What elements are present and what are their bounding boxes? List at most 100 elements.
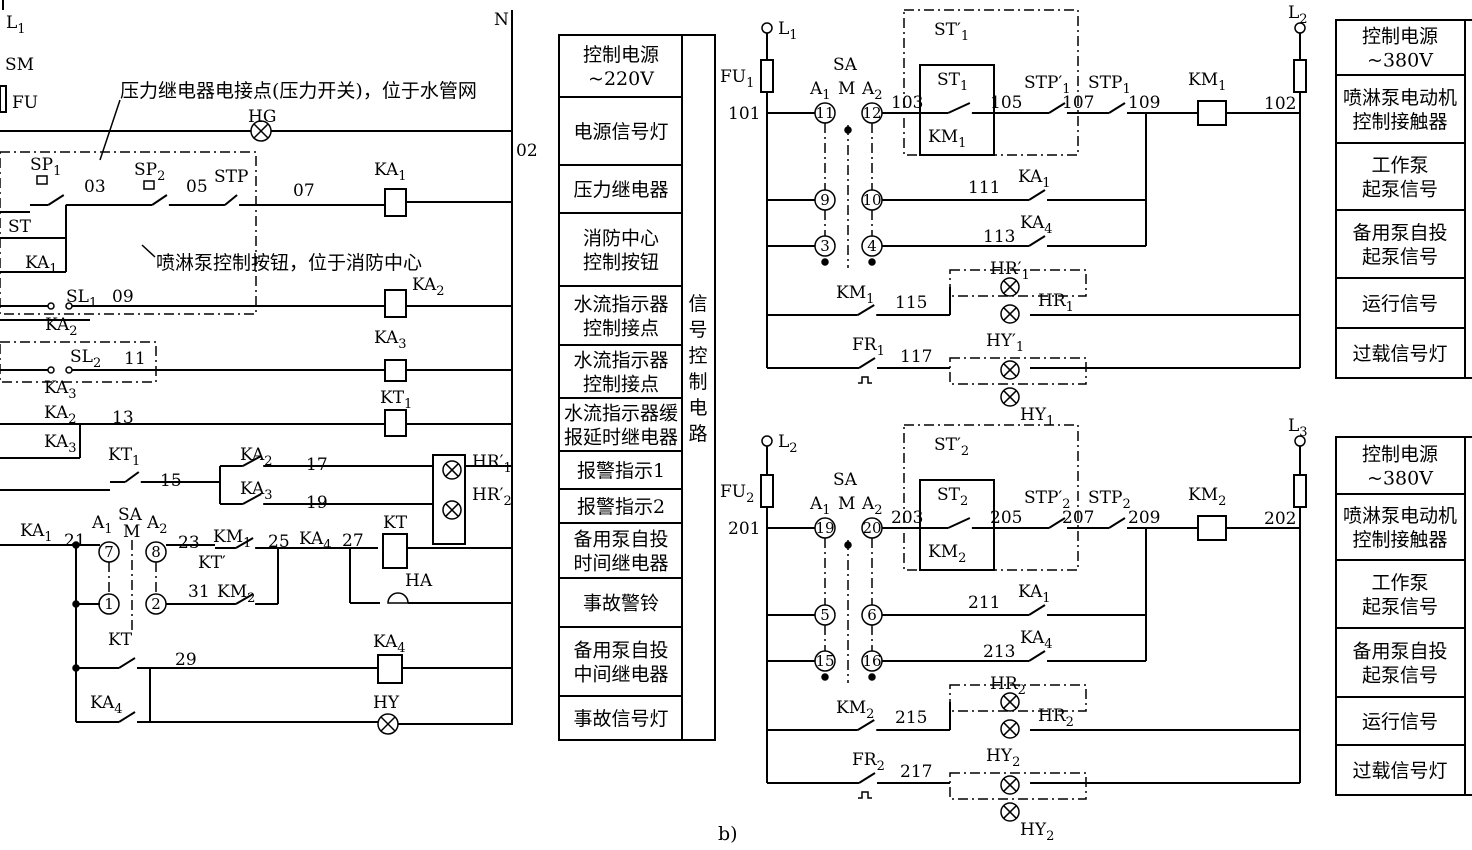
contact xyxy=(100,657,150,669)
component-label: KT1 xyxy=(380,388,412,412)
component-label: FR2 xyxy=(852,750,885,774)
wire xyxy=(118,657,136,669)
selector-contact-number: 11 xyxy=(815,104,834,122)
stp-label: STP xyxy=(214,167,248,187)
component-label: KA2 xyxy=(412,275,445,299)
wire xyxy=(947,517,971,529)
component-label: KM2 xyxy=(836,698,874,722)
run-lamp xyxy=(1000,692,1020,712)
component-label: A1 xyxy=(809,494,831,518)
legend-middle-item: 水流指示器 xyxy=(573,294,668,316)
component-label: HR1 xyxy=(1038,291,1074,315)
hy-lamp-boundary xyxy=(949,772,1087,800)
rail-terminal xyxy=(761,435,773,447)
wire xyxy=(1028,604,1046,616)
component-label: KA4 xyxy=(373,632,406,656)
run-lamp xyxy=(1000,277,1020,297)
component-label: HY1 xyxy=(1020,405,1054,429)
component-label: L3 xyxy=(1288,416,1308,440)
legend-middle-item: 事故警铃 xyxy=(583,593,659,615)
component-label: SP1 xyxy=(30,155,61,179)
legend-right-item: 控制接触器 xyxy=(1352,529,1447,551)
ha-label: HA xyxy=(405,571,433,591)
fuse xyxy=(1293,474,1307,508)
selector-contact-number: 20 xyxy=(862,519,881,537)
legend-middle-item: 备用泵自投 xyxy=(573,529,668,551)
st-label: ST xyxy=(8,217,32,237)
legend-middle-item: 控制按钮 xyxy=(583,252,659,274)
selector-contact: 8 xyxy=(145,541,167,563)
component-label: KM1 xyxy=(213,527,251,551)
junction-dot xyxy=(844,126,852,134)
legend-middle-item: 事故信号灯 xyxy=(573,708,668,730)
legend-right-item: 工作泵 xyxy=(1371,572,1428,594)
hr-lamp-boundary xyxy=(949,684,1087,712)
lamp-HY xyxy=(377,713,399,735)
legend-middle-item: 电源信号灯 xyxy=(573,121,668,143)
node-label: 113 xyxy=(983,227,1015,247)
legend-right-item: 过载信号灯 xyxy=(1352,343,1447,365)
legend-side-label: 号 xyxy=(688,319,707,341)
contact xyxy=(100,711,150,723)
contact xyxy=(1090,102,1140,114)
hy-label: HY xyxy=(373,693,400,713)
node-label: 202 xyxy=(1264,509,1296,529)
contact xyxy=(1010,235,1060,247)
component-label: KA3 xyxy=(44,378,77,402)
component-label: A1 xyxy=(91,513,113,537)
component-label: KA3 xyxy=(44,432,77,456)
lamp-cross xyxy=(1003,280,1017,294)
wire xyxy=(857,719,875,731)
node-31: 29 xyxy=(175,650,197,670)
contact-terminal xyxy=(65,366,73,374)
fault-lamp xyxy=(1000,360,1020,380)
component-label: HR2 xyxy=(1038,706,1074,730)
wire xyxy=(919,113,995,156)
wire xyxy=(1108,102,1126,114)
fuse xyxy=(1293,59,1307,93)
selector-contact-number: 12 xyxy=(862,104,881,122)
contact xyxy=(840,357,890,369)
component-label: KA1 xyxy=(25,253,58,277)
contactor-coil xyxy=(1197,515,1227,541)
node-05: 05 xyxy=(186,177,208,197)
selector-contact: 12 xyxy=(861,102,883,124)
right-legend-tables: 控制电源~380V喷淋泵电动机控制接触器工作泵起泵信号备用泵自投起泵信号运行信号… xyxy=(1335,19,1472,796)
legend-right-item: 控制接触器 xyxy=(1352,111,1447,133)
lamp-cross xyxy=(1003,722,1017,736)
wire xyxy=(857,304,875,316)
selector-contact: 16 xyxy=(861,650,883,672)
selector-contact: 5 xyxy=(814,604,836,626)
component-label: KA4 xyxy=(1020,213,1053,237)
legend-middle-item: 压力继电器 xyxy=(573,179,668,201)
selector-contact-number: 3 xyxy=(820,237,830,255)
sp2-button xyxy=(143,180,155,190)
legend-right-item: 起泵信号 xyxy=(1362,246,1438,268)
sl2-boundary xyxy=(0,341,157,383)
selector-contact: 19 xyxy=(814,517,836,539)
node-label: 111 xyxy=(968,178,1000,198)
kt-label: KT xyxy=(383,513,408,533)
component-label: STP2 xyxy=(1088,488,1131,512)
wire xyxy=(242,493,262,505)
lamp-cross xyxy=(1003,390,1017,404)
ktprime-label: KT′ xyxy=(198,553,226,573)
legend-right-item: 运行信号 xyxy=(1362,711,1438,733)
component-label: ST′1 xyxy=(934,20,969,44)
contact xyxy=(215,593,270,605)
component-label: HR′2 xyxy=(472,485,512,509)
contact xyxy=(135,194,180,206)
legend-right-item: 起泵信号 xyxy=(1362,596,1438,618)
component-label: KM1 xyxy=(836,283,874,307)
legend-middle-item: 中间继电器 xyxy=(573,664,668,686)
component-label: FU1 xyxy=(720,67,754,91)
coil-KA4 xyxy=(377,654,403,684)
node-label: 107 xyxy=(1062,93,1094,113)
hg-label: HG xyxy=(248,107,276,127)
node-label: 207 xyxy=(1062,508,1094,528)
node-label: 117 xyxy=(900,347,932,367)
component-label: A2 xyxy=(861,494,883,518)
legend-right-lower: 控制电源~380V喷淋泵电动机控制接触器工作泵起泵信号备用泵自投起泵信号运行信号… xyxy=(1335,436,1472,796)
